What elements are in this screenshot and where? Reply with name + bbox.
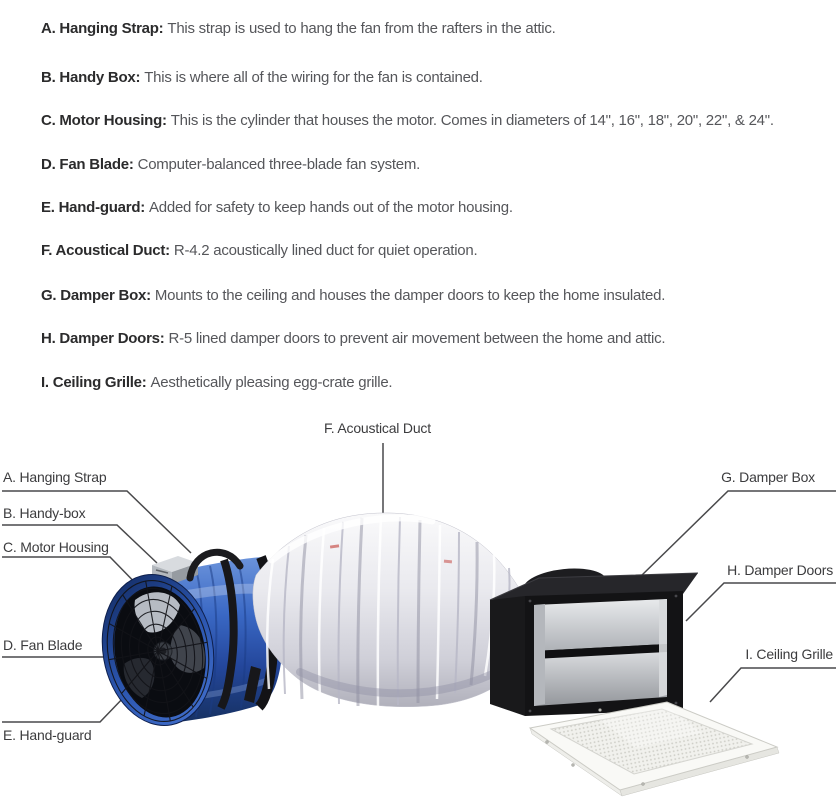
part-label: A. Hanging Strap: — [41, 20, 164, 37]
part-label: G. Damper Box: — [41, 287, 151, 304]
part-item-a: A. Hanging Strap:This strap is used to h… — [41, 20, 556, 38]
damper-door-edge — [659, 599, 667, 697]
label-fan-blade: D. Fan Blade — [3, 637, 83, 653]
label-damper-box: G. Damper Box — [721, 469, 815, 485]
part-label: D. Fan Blade: — [41, 156, 134, 173]
part-label: H. Damper Doors: — [41, 330, 165, 347]
part-label: E. Hand-guard: — [41, 199, 145, 216]
label-ceiling-grille: I. Ceiling Grille — [745, 646, 833, 662]
part-description: This is where all of the wiring for the … — [144, 69, 483, 86]
part-label: C. Motor Housing: — [41, 112, 167, 129]
part-label: I. Ceiling Grille: — [41, 374, 147, 391]
leader-damper-box — [640, 490, 836, 577]
damper-door-upper — [534, 599, 667, 651]
leader-ceiling-grille — [709, 667, 836, 703]
hanging-strap-band — [217, 558, 238, 710]
part-description: Computer-balanced three-blade fan system… — [137, 156, 421, 173]
damper-box-left-side — [490, 596, 525, 716]
damper-box-illustration — [489, 572, 699, 716]
part-item-c: C. Motor Housing:This is the cylinder th… — [41, 112, 774, 130]
part-description: R-5 lined damper doors to prevent air mo… — [168, 330, 666, 347]
part-description: R-4.2 acoustically lined duct for quiet … — [173, 242, 478, 259]
label-handy-box: B. Handy-box — [3, 505, 86, 521]
part-item-d: D. Fan Blade:Computer-balanced three-bla… — [41, 156, 420, 174]
damper-door-lower — [534, 652, 667, 706]
part-description: Mounts to the ceiling and houses the dam… — [154, 287, 666, 304]
ceiling-grille-illustration — [528, 701, 780, 797]
part-label: B. Handy Box: — [41, 69, 141, 86]
leader-damper-doors — [685, 582, 836, 622]
hand-guard-grille — [106, 579, 210, 723]
leader-handy-box — [2, 524, 158, 564]
part-description: This is the cylinder that houses the mot… — [170, 112, 774, 129]
part-label: F. Acoustical Duct: — [41, 242, 170, 259]
label-motor-housing: C. Motor Housing — [3, 539, 109, 555]
damper-door-bar — [534, 644, 667, 659]
part-item-h: H. Damper Doors:R-5 lined damper doors t… — [41, 330, 666, 348]
parts-list: A. Hanging Strap:This strap is used to h… — [41, 20, 774, 392]
strap-tail — [244, 666, 261, 703]
hanging-strap-handle — [186, 548, 244, 582]
part-description: Added for safety to keep hands out of th… — [149, 199, 513, 216]
part-item-b: B. Handy Box:This is where all of the wi… — [41, 69, 483, 87]
duct-illustration — [252, 512, 532, 708]
label-hanging-strap: A. Hanging Strap — [3, 469, 107, 485]
leader-hand-guard — [2, 694, 127, 723]
damper-box-inner-wall — [534, 604, 545, 706]
label-acoustical-duct: F. Acoustical Duct — [324, 420, 431, 436]
leader-hanging-strap — [2, 490, 192, 554]
part-item-i: I. Ceiling Grille:Aesthetically pleasing… — [41, 374, 393, 392]
fan-illustration — [101, 548, 283, 726]
grille-mesh — [549, 708, 754, 775]
part-item-f: F. Acoustical Duct:R-4.2 acoustically li… — [41, 242, 478, 260]
label-damper-doors: H. Damper Doors — [727, 562, 833, 578]
part-description: Aesthetically pleasing egg-crate grille. — [150, 374, 393, 391]
leader-lines — [2, 443, 836, 723]
part-description: This strap is used to hang the fan from … — [167, 20, 556, 37]
part-item-g: G. Damper Box:Mounts to the ceiling and … — [41, 287, 665, 305]
label-hand-guard: E. Hand-guard — [3, 727, 92, 743]
part-item-e: E. Hand-guard:Added for safety to keep h… — [41, 199, 513, 217]
